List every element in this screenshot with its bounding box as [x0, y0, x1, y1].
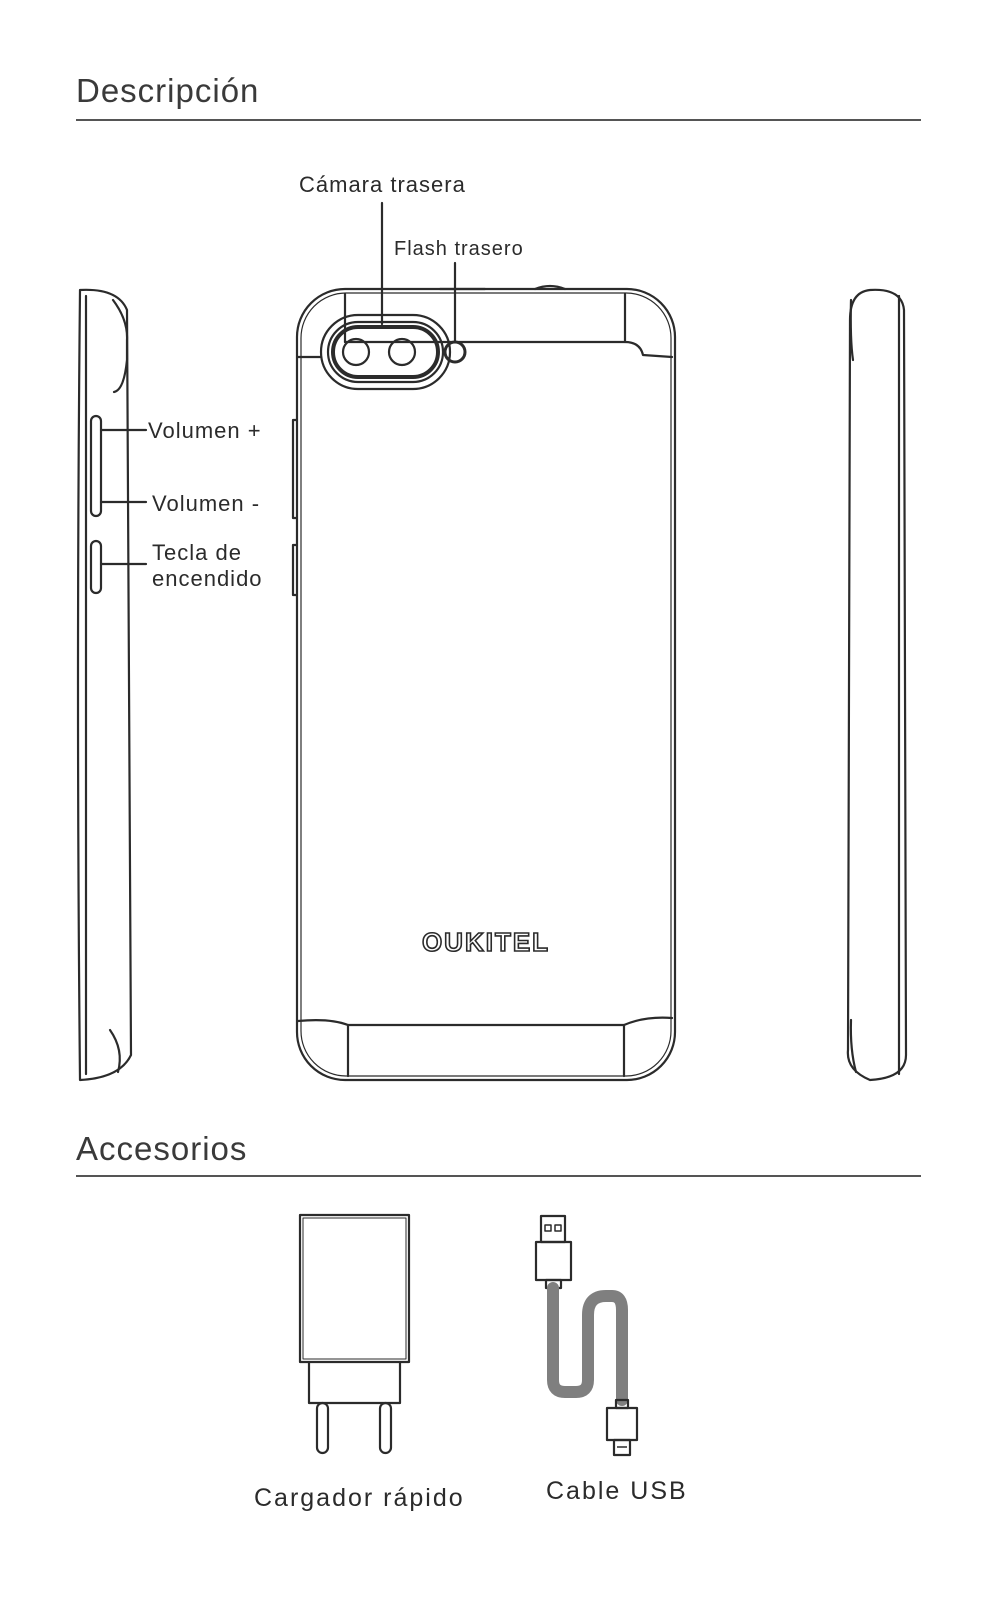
- left-side-view: [76, 288, 133, 1082]
- rear-camera-label: Cámara trasera: [299, 172, 466, 197]
- rear-camera-module: [319, 313, 452, 391]
- description-title: Descripción: [76, 72, 260, 109]
- rear-flash-label: Flash trasero: [394, 238, 524, 260]
- power-key-label-line2: encendido: [152, 566, 263, 591]
- usb-cable-image: [534, 1214, 639, 1457]
- brand-logo: OUKITEL: [422, 927, 550, 957]
- rear-camera-lens-1: [341, 337, 371, 367]
- power-key-label-line1: Tecla de: [152, 540, 242, 565]
- rear-camera-lens-2: [387, 337, 417, 367]
- back-view: [291, 284, 677, 1082]
- fast-charger-label: Cargador rápido: [254, 1484, 465, 1512]
- accessories-title: Accesorios: [76, 1130, 248, 1167]
- fast-charger-image: [298, 1213, 411, 1455]
- volume-down-label: Volumen -: [152, 491, 261, 516]
- right-side-view: [846, 288, 908, 1082]
- description-divider: [76, 119, 921, 121]
- volume-up-label: Volumen +: [148, 418, 262, 443]
- usb-cable-label: Cable USB: [546, 1477, 688, 1505]
- accessories-divider: [76, 1175, 921, 1177]
